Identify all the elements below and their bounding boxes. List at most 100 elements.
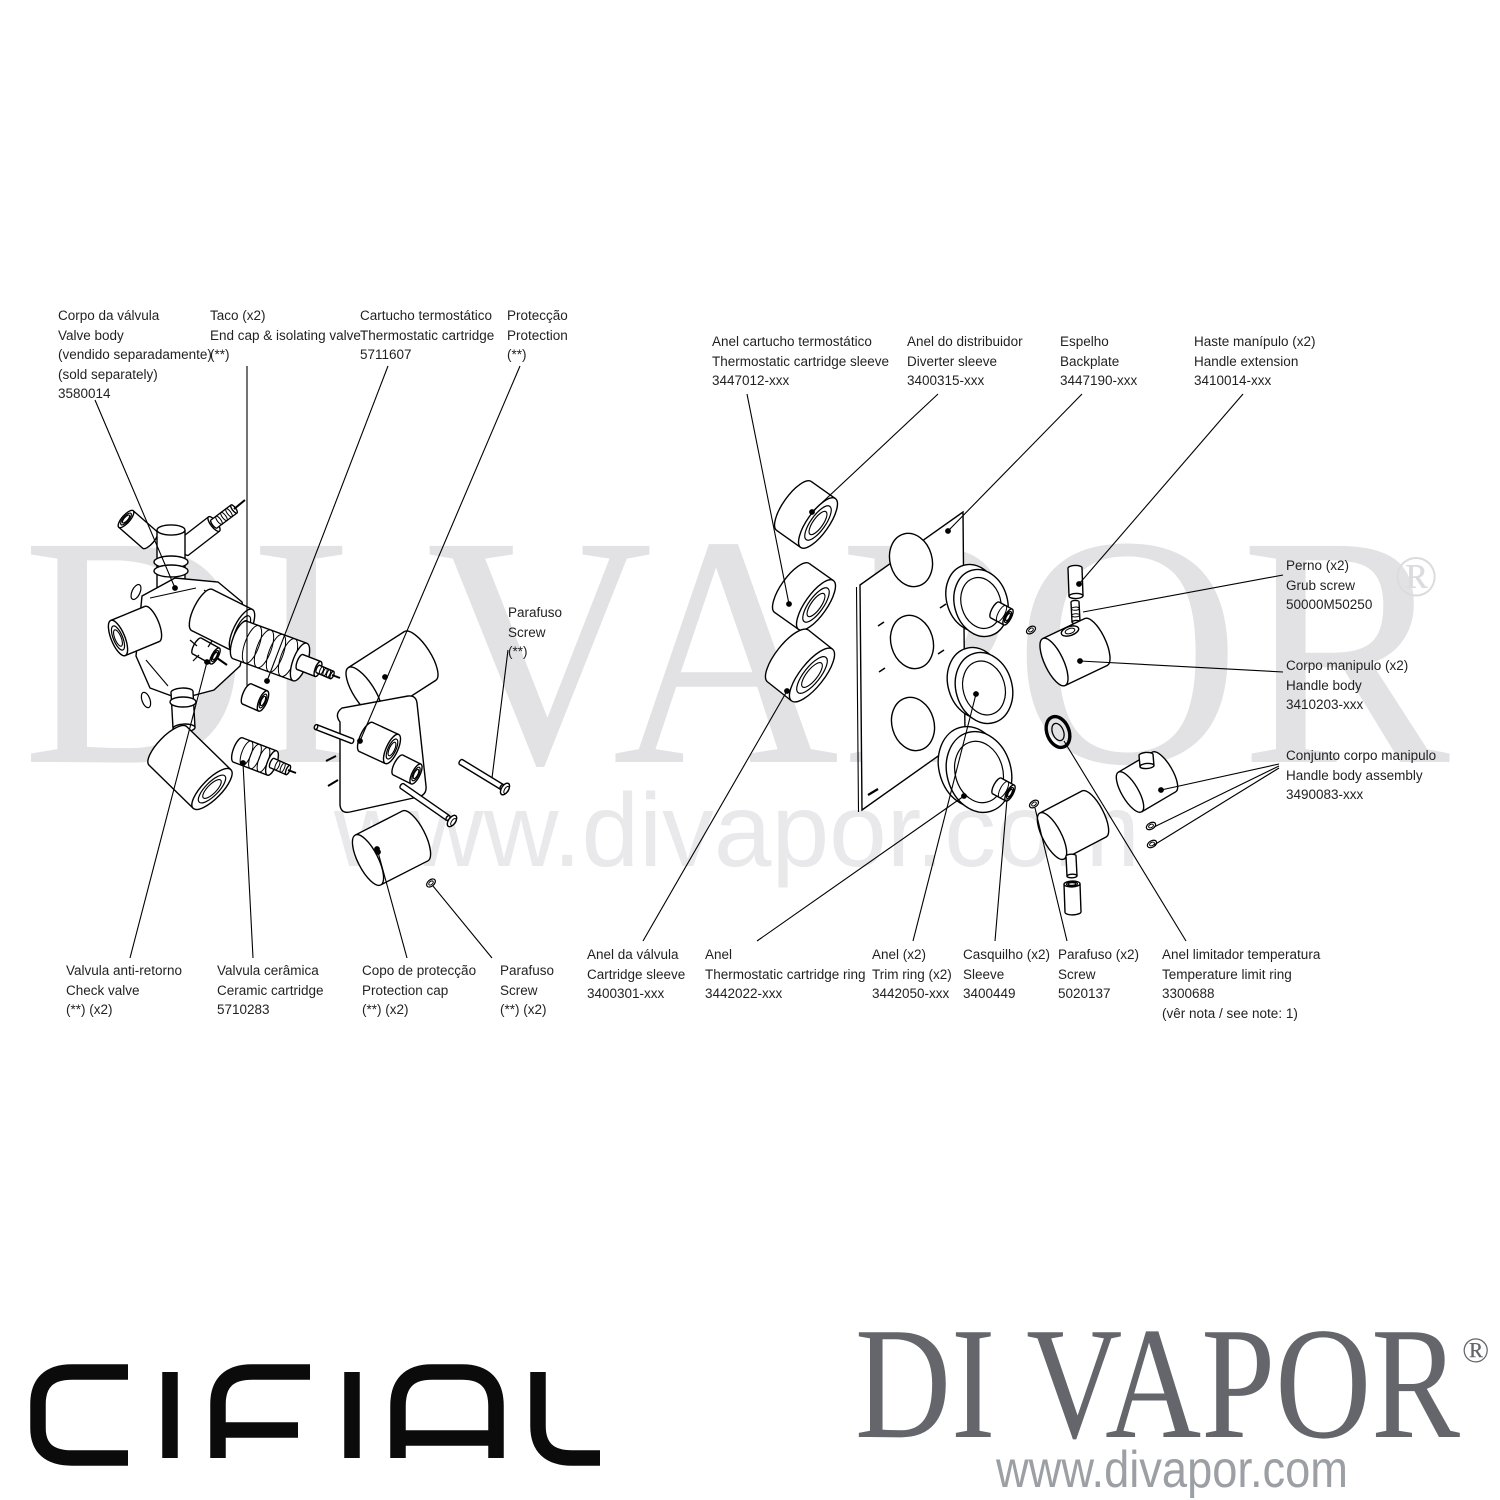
part-label-line: 3442022-xxx	[705, 986, 783, 1001]
divapor-logo-registered-icon: ®	[1462, 1330, 1489, 1370]
part-label-line: Anel do distribuidor	[907, 334, 1023, 349]
part-label-line: Corpo manipulo (x2)	[1286, 658, 1409, 673]
part-label-line: Valve body	[58, 327, 124, 343]
part-label-line: 5710283	[217, 1002, 270, 1017]
part-label-line: (**) (x2)	[66, 1002, 113, 1017]
part-label-line: Anel cartucho termostático	[712, 334, 872, 349]
part-label-line: (**)	[210, 347, 230, 362]
cifial-letter-c	[30, 1364, 128, 1466]
part-label-line: (vêr nota / see note: 1)	[1162, 1005, 1298, 1021]
divapor-logo: DI VAPOR ® www.divapor.com	[855, 1294, 1489, 1499]
part-label-line: Handle body	[1286, 677, 1362, 693]
part-label-line: Cartucho termostático	[360, 308, 493, 323]
part-label-line: Grub screw	[1286, 577, 1356, 593]
part-label-line: Casquilho (x2)	[963, 947, 1051, 962]
part-label-line: 3580014	[58, 386, 111, 401]
part-label-handle-extension: Haste manípulo (x2) Handle extension 34100…	[1194, 332, 1316, 391]
part-label-line: (vendido separadamente)	[58, 347, 212, 362]
cifial-logo	[30, 1364, 600, 1466]
part-label-line: 5020137	[1058, 986, 1111, 1001]
part-label-line: 3410203-xxx	[1286, 697, 1364, 712]
part-label-line: 3490083-xxx	[1286, 787, 1364, 802]
part-label-line: Haste manípulo (x2)	[1194, 334, 1316, 349]
part-label-line: Anel	[705, 947, 733, 962]
part-label-line: Screw	[500, 982, 538, 998]
part-label-sleeve-bush: Casquilho (x2) Sleeve 3400449	[963, 945, 1050, 1004]
part-label-line: Protection cap	[362, 982, 449, 998]
part-label-line: Cartridge sleeve	[587, 966, 686, 982]
part-label-line: Corpo da válvula	[58, 308, 160, 323]
part-label-line: Temperature limit ring	[1162, 966, 1292, 982]
part-label-line: 3400449	[963, 986, 1016, 1001]
part-label-line: Thermostatic cartridge	[360, 327, 495, 343]
part-label-line: (sold separately)	[58, 366, 158, 382]
part-label-line: Thermostatic cartridge ring	[705, 966, 866, 982]
part-label-line: Check valve	[66, 982, 140, 998]
watermark: DI VAPOR ® www.divapor.com	[22, 469, 1452, 889]
part-label-line: (**) (x2)	[500, 1002, 547, 1017]
part-label-line: Diverter sleeve	[907, 353, 998, 369]
part-label-line: (**)	[507, 347, 527, 362]
part-label-line: 3300688	[1162, 986, 1215, 1001]
part-label-line: End cap & isolating valve	[210, 327, 361, 343]
part-label-line: Valvula anti-retorno	[66, 963, 183, 978]
part-label-line: 3447012-xxx	[712, 373, 790, 388]
part-label-line: Screw	[1058, 966, 1096, 982]
part-label-line: Anel limitador temperatura	[1162, 947, 1321, 962]
part-label-line: Taco (x2)	[210, 308, 266, 323]
part-label-line: Copo de protecção	[362, 963, 477, 978]
part-label-line: 5711607	[360, 347, 412, 362]
part-label-line: 3442050-xxx	[872, 986, 950, 1001]
part-label-handle-body: Corpo manipulo (x2) Handle body 3410203-xx…	[1286, 656, 1408, 715]
part-label-line: Thermostatic cartridge sleeve	[712, 353, 890, 369]
valve-body-exploded-diagram	[107, 499, 511, 888]
part-label-line: Ceramic cartridge	[217, 982, 324, 998]
watermark-registered-icon: ®	[1394, 544, 1438, 609]
part-label-line: Sleeve	[963, 966, 1005, 982]
divapor-logo-text: DI VAPOR	[855, 1294, 1460, 1472]
part-label-line: Protecção	[507, 308, 568, 323]
part-label-line: (**) (x2)	[362, 1002, 409, 1017]
cifial-letter-f	[210, 1364, 310, 1458]
part-label-line: Valvula cerâmica	[217, 963, 319, 978]
part-label-trim-ring: Anel (x2)Trim ring (x2)3442050-xxx	[872, 945, 952, 1004]
leader-lines	[94, 365, 1284, 959]
part-label-line: Protection	[507, 327, 568, 343]
part-label-line: Parafuso	[500, 963, 555, 978]
part-label-line: Anel da válvula	[587, 947, 679, 962]
part-label-line: Conjunto corpo manipulo	[1286, 748, 1437, 763]
watermark-url-text: www.divapor.com	[333, 773, 1140, 889]
divapor-logo-url: www.divapor.com	[995, 1441, 1348, 1499]
part-label-line: Handle extension	[1194, 353, 1299, 369]
part-label-line: Parafuso	[508, 605, 563, 620]
cifial-letter-l	[530, 1372, 600, 1466]
part-label-line: Trim ring (x2)	[872, 966, 952, 982]
part-label-line: 3410014-xxx	[1194, 373, 1272, 388]
part-label-line: 3447190-xxx	[1060, 373, 1138, 388]
part-label-line: 50000M50250	[1286, 597, 1373, 612]
cifial-letter-a	[390, 1364, 504, 1458]
part-label-line: 3400315-xxx	[907, 373, 985, 388]
part-label-line: Espelho	[1060, 334, 1109, 349]
part-label-line: Backplate	[1060, 353, 1120, 369]
part-label-line: (**)	[508, 644, 528, 659]
part-label-line: Screw	[508, 624, 546, 640]
